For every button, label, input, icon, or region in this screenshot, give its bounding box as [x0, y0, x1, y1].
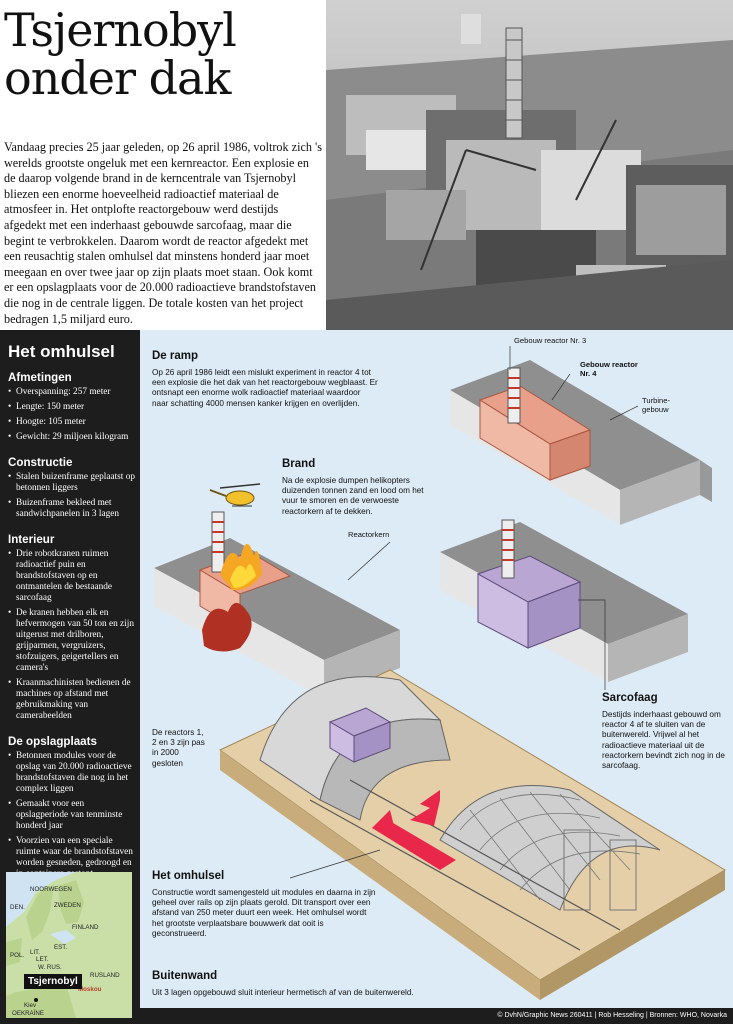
list-item: Overspanning: 257 meter: [8, 387, 136, 398]
map-tag-chernobyl: Tsjernobyl: [24, 974, 82, 989]
map-label: Kiev: [24, 1002, 37, 1009]
shelter-illustration: [219, 669, 726, 1000]
ramp-title: De ramp: [152, 350, 199, 362]
label-reactor4: Gebouw reactor Nr. 4: [580, 360, 638, 379]
plant-sarcophagus-illustration: [440, 519, 688, 682]
section-heading-interieur: Interieur: [8, 533, 55, 546]
reactors-closed-text: De reactors 1, 2 en 3 zijn pas in 2000 g…: [152, 728, 205, 768]
label-turbine: Turbine-gebouw: [642, 396, 670, 415]
label-reactor3: Gebouw reactor Nr. 3: [514, 336, 587, 345]
shell-title: Het omhulsel: [152, 870, 225, 882]
credits-footer: © DvhN/Graphic News 260411 | Rob Hesseli…: [140, 1008, 733, 1024]
map-label: EST.: [54, 944, 68, 951]
plant-fire-illustration: [154, 511, 400, 698]
list-item: De kranen hebben elk en hefvermogen van …: [8, 608, 136, 674]
opslagplaats-list: Betonnen modules voor de opslag van 20.0…: [0, 751, 140, 880]
list-item: Kraanmachinisten bedienen de machines op…: [8, 678, 136, 722]
map-label: RUSLAND: [90, 972, 120, 979]
map-label: FINLAND: [72, 924, 99, 931]
brand-text: Na de explosie dumpen helikopters duizen…: [282, 476, 424, 516]
label-core: Reactorkern: [348, 530, 390, 539]
shell-text: Constructie wordt samengesteld uit modul…: [152, 888, 376, 938]
map-label: DEN.: [10, 904, 25, 911]
map-label: ZWEDEN: [54, 902, 81, 909]
map-label: LET.: [36, 956, 49, 963]
list-item: Lengte: 150 meter: [8, 402, 136, 413]
aerial-photo: [326, 0, 733, 330]
locator-map: NOORWEGEN ZWEDEN DEN. FINLAND EST. LET. …: [6, 872, 132, 1018]
section-heading-constructie: Constructie: [8, 456, 73, 469]
helicopter-icon: [209, 483, 261, 507]
afmetingen-list: Overspanning: 257 meter Lengte: 150 mete…: [0, 387, 140, 443]
plant-before-illustration: [450, 360, 712, 525]
section-heading-opslagplaats: De opslagplaats: [8, 735, 97, 748]
sidebar-title: Het omhulsel: [8, 342, 115, 361]
list-item: Drie robotkranen ruimen radioactief puin…: [8, 549, 136, 604]
list-item: Buizenframe bekleed met sandwichpanelen …: [8, 498, 136, 520]
list-item: Hoogte: 105 meter: [8, 417, 136, 428]
map-label: W. RUS.: [38, 964, 62, 971]
reactor-illustration: [154, 346, 726, 1000]
brand-title: Brand: [282, 458, 316, 470]
map-label: NOORWEGEN: [30, 886, 72, 893]
list-item: Gemaakt voor een opslagperiode van tenmi…: [8, 799, 136, 832]
info-sidebar: Het omhulsel Afmetingen Overspanning: 25…: [0, 330, 140, 1024]
illustration-panel: De ramp Op 26 april 1986 leidt een mislu…: [140, 330, 733, 1008]
list-item: Stalen buizenframe geplaatst op betonnen…: [8, 472, 136, 494]
wall-title: Buitenwand: [152, 970, 218, 982]
list-item: Gewicht: 29 miljoen kilogram: [8, 432, 136, 443]
sarcophagus-text: Destijds inderhaast gebouwd om reactor 4…: [602, 710, 725, 771]
wall-text: Uit 3 lagen opgebouwd sluit interieur he…: [152, 988, 414, 997]
list-item: Betonnen modules voor de opslag van 20.0…: [8, 751, 136, 795]
map-label-capital: Moskou: [78, 986, 102, 993]
map-label: OEKRAÏNE: [12, 1010, 44, 1017]
interieur-list: Drie robotkranen ruimen radioactief puin…: [0, 549, 140, 722]
headline: Tsjernobyl onder dak: [4, 3, 237, 105]
ramp-text: Op 26 april 1986 leidt een mislukt exper…: [152, 368, 378, 408]
map-label: LIT.: [30, 949, 40, 956]
sarcophagus-title: Sarcofaag: [602, 692, 658, 704]
section-heading-afmetingen: Afmetingen: [8, 371, 72, 384]
intro-text: Vandaag precies 25 jaar geleden, op 26 a…: [4, 140, 322, 326]
map-label: POL.: [10, 952, 25, 959]
constructie-list: Stalen buizenframe geplaatst op betonnen…: [0, 472, 140, 520]
